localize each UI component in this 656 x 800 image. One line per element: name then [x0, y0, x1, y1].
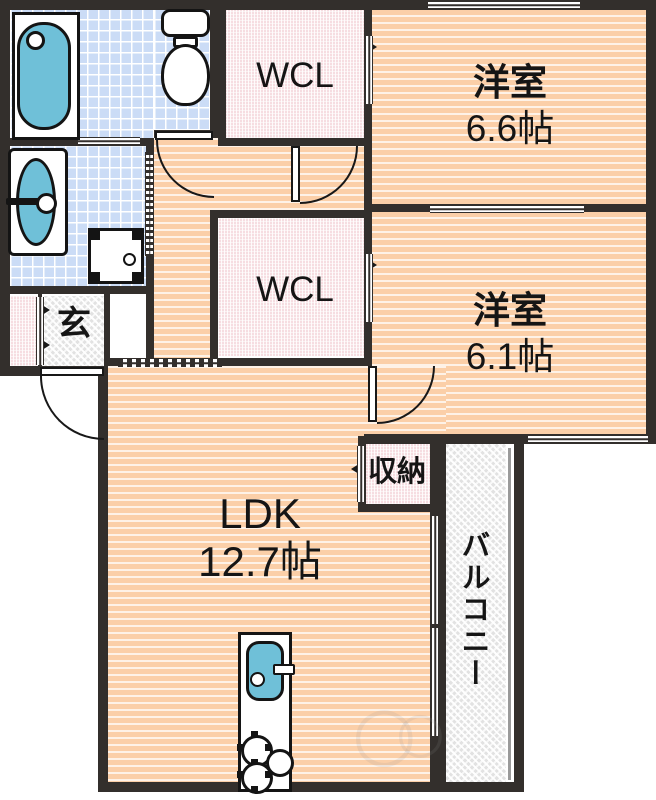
wall-balcony-right	[514, 434, 524, 792]
door-leaf-wcl-upper[interactable]	[291, 146, 300, 202]
room-genkan	[40, 296, 108, 366]
door-swing-entrance	[40, 376, 104, 440]
burner-tick	[265, 771, 271, 778]
door-leaf-toilet[interactable]	[155, 131, 213, 140]
room-wcl-upper	[218, 8, 372, 138]
washer-space	[88, 228, 144, 284]
door-washroom-sliding[interactable]	[145, 152, 154, 256]
shoebox-arrow-lower-icon	[39, 338, 50, 352]
bathtub-drain-icon	[26, 31, 45, 50]
washbasin-faucet-icon	[6, 198, 46, 205]
burner-tick	[251, 786, 258, 792]
wall-storage-top	[358, 436, 438, 444]
label-balcony: バルコニー	[457, 530, 491, 690]
burner-tick	[237, 771, 243, 778]
wall-genkan-right	[98, 366, 108, 792]
burner-tick	[265, 744, 271, 751]
wall-hall-left	[146, 286, 154, 366]
label-ldk-area: 12.7帖	[198, 538, 322, 585]
burner-tick	[251, 731, 258, 737]
wall-ldk-right	[436, 434, 446, 792]
kitchen-faucet-icon	[273, 664, 295, 675]
wall-bedroom-left-upper	[364, 0, 372, 212]
door-leaf-entrance[interactable]	[40, 367, 104, 376]
gas-burner-2	[266, 749, 294, 777]
label-storage: 収納	[367, 454, 426, 488]
wall-wcl-upper-left	[218, 0, 226, 146]
window-bedroom-lower-bottom[interactable]	[528, 435, 648, 443]
washer-drain-icon	[123, 253, 136, 266]
washer-foot	[91, 272, 100, 281]
door-balcony-sliding-lower[interactable]	[431, 628, 439, 736]
toilet-bowl	[161, 44, 210, 106]
shoebox-opening[interactable]	[36, 297, 44, 365]
toilet-tank	[161, 9, 210, 37]
closet-opening-wcl-upper[interactable]	[365, 36, 373, 104]
wall-exterior-left-top	[0, 0, 10, 366]
room-bedroom-upper	[372, 8, 646, 210]
room-storage	[362, 440, 430, 508]
kitchen-sink-drain-icon	[250, 672, 265, 687]
wall-wcl-lower-top	[210, 210, 372, 218]
door-ldk-hall-sliding[interactable]	[118, 359, 222, 367]
door-leaf-wcl-lower[interactable]	[368, 366, 377, 422]
label-genkan: 玄	[57, 304, 91, 344]
door-bath-sliding[interactable]	[78, 137, 140, 145]
label-bedroom-upper-name: 洋室	[473, 61, 547, 104]
wall-wcl-upper-bottom	[218, 138, 372, 146]
label-ldk-name: LDK	[219, 490, 301, 537]
burner-tick	[237, 744, 243, 751]
wall-toilet-right	[210, 0, 218, 138]
wall-exterior-top-left	[0, 0, 218, 10]
wall-wcl-lower-left	[210, 210, 218, 366]
label-bedroom-lower-name: 洋室	[473, 289, 547, 332]
room-bedroom-lower	[372, 210, 646, 438]
balcony-rail-line	[508, 448, 511, 780]
label-bedroom-upper-area: 6.6帖	[465, 108, 555, 149]
wall-washroom-bottom	[10, 286, 154, 294]
label-wcl-lower: WCL	[256, 270, 334, 309]
closet-opening-wcl-lower[interactable]	[365, 254, 373, 322]
shoebox-arrow-upper-icon	[39, 303, 50, 317]
wall-balcony-bottom	[430, 782, 524, 792]
window-bedroom-divider[interactable]	[430, 205, 584, 213]
wall-genkan-east	[104, 292, 110, 366]
window-bedroom-upper-top[interactable]	[428, 1, 580, 9]
closet-opening-storage[interactable]	[357, 446, 365, 502]
label-bedroom-lower-area: 6.1帖	[465, 336, 555, 377]
washer-foot	[91, 231, 100, 240]
burner-tick	[251, 759, 258, 765]
room-shoe-cabinet	[10, 296, 38, 366]
wall-exterior-right-upper	[646, 0, 656, 444]
wall-wcl-lower-bottom	[108, 358, 372, 366]
washer-foot	[132, 231, 141, 240]
balcony-rail-outer	[506, 444, 516, 788]
room-wcl-lower	[218, 218, 372, 356]
label-wcl-upper: WCL	[256, 56, 334, 95]
door-balcony-sliding-upper[interactable]	[431, 516, 439, 624]
washer-foot	[132, 272, 141, 281]
wall-storage-bottom	[358, 504, 438, 512]
area-balcony	[438, 444, 506, 788]
washbasin-knob-icon	[36, 193, 57, 214]
